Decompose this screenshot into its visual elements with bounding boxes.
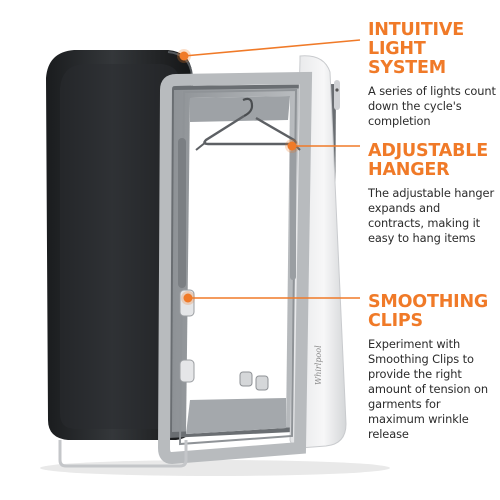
side-rails <box>178 138 296 288</box>
callout-adjustable-hanger <box>285 139 360 153</box>
feature-description: A series of lights count down the cycle'… <box>368 84 496 128</box>
callout-light-system <box>177 39 361 63</box>
garment-chamber <box>186 96 290 434</box>
feature-smoothing-clips: SMOOTHING CLIPS Experiment with Smoothin… <box>368 293 498 442</box>
cabinet-body <box>46 50 195 440</box>
cabinet-feet <box>58 440 188 468</box>
indicator-lights <box>334 80 340 110</box>
feature-title: SMOOTHING CLIPS <box>368 292 489 331</box>
feature-title: ADJUSTABLE HANGER <box>368 141 488 180</box>
adjustable-hanger <box>195 97 301 151</box>
feature-light-system: INTUITIVE LIGHT SYSTEM A series of light… <box>368 21 498 129</box>
brand-logo: Whirlpool <box>314 345 323 385</box>
feature-title: INTUITIVE LIGHT SYSTEM <box>368 20 464 78</box>
door-frame <box>157 55 347 465</box>
callout-smoothing-clips <box>181 291 360 305</box>
feature-adjustable-hanger: ADJUSTABLE HANGER The adjustable hanger … <box>368 142 498 246</box>
feature-description: Experiment with Smoothing Clips to provi… <box>368 337 488 441</box>
floor-shadow <box>40 460 390 476</box>
feature-description: The adjustable hanger expands and contra… <box>368 186 495 245</box>
